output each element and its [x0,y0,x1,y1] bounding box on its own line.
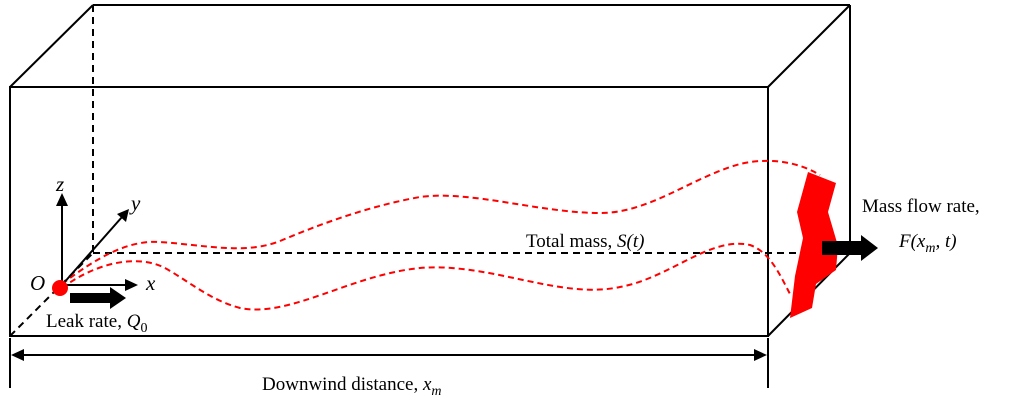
leak-rate-subscript: 0 [140,321,147,336]
box-top-right-depth [767,4,851,88]
z-axis-arrowhead [56,193,68,206]
mass-flow-label-line2: F(xm, t) [898,231,957,256]
plume-upper-boundary [61,159,821,285]
mass-flow-label-line1: Mass flow rate, [862,196,980,217]
total-mass-symbol: S(t) [617,231,644,252]
downwind-dimension [9,338,769,388]
downwind-distance-label: Downwind distance, xm [262,374,442,399]
mass-flow-arrow [822,235,878,261]
plume-envelope [61,159,821,311]
box-top-left-depth [9,4,94,88]
plume-lower-boundary [61,242,791,311]
x-axis-arrowhead [125,279,138,291]
leak-rate-prefix: Leak rate, [46,311,127,332]
total-mass-prefix: Total mass, [526,231,617,252]
mass-flow-symbol: F(x [898,231,926,252]
leak-rate-symbol: Q [127,311,141,332]
mass-flow-subscript: m [925,241,935,256]
mass-flow-tail: , t) [936,231,957,252]
leak-rate-label: Leak rate, Q0 [46,311,147,336]
coordinate-axes [56,193,138,291]
downwind-prefix: Downwind distance, [262,374,423,395]
y-axis-label: y [129,191,141,215]
z-axis-label: z [55,172,64,196]
y-axis-arrowhead [117,209,129,222]
y-axis-line [61,216,123,286]
total-mass-label: Total mass, S(t) [526,231,644,252]
box-front-face [9,86,769,337]
dimension-left-arrowhead [11,349,24,361]
origin-label: O [30,271,45,295]
box-visible-edges [9,4,851,337]
plume-exit-cross-section [790,172,838,318]
x-axis-label: x [145,271,156,295]
dimension-right-arrowhead [754,349,767,361]
leak-source-dot [52,280,68,296]
downwind-subscript: m [431,384,441,399]
downwind-symbol: x [422,374,432,395]
leak-rate-arrow [70,287,126,309]
box-hidden-edges [9,5,850,337]
